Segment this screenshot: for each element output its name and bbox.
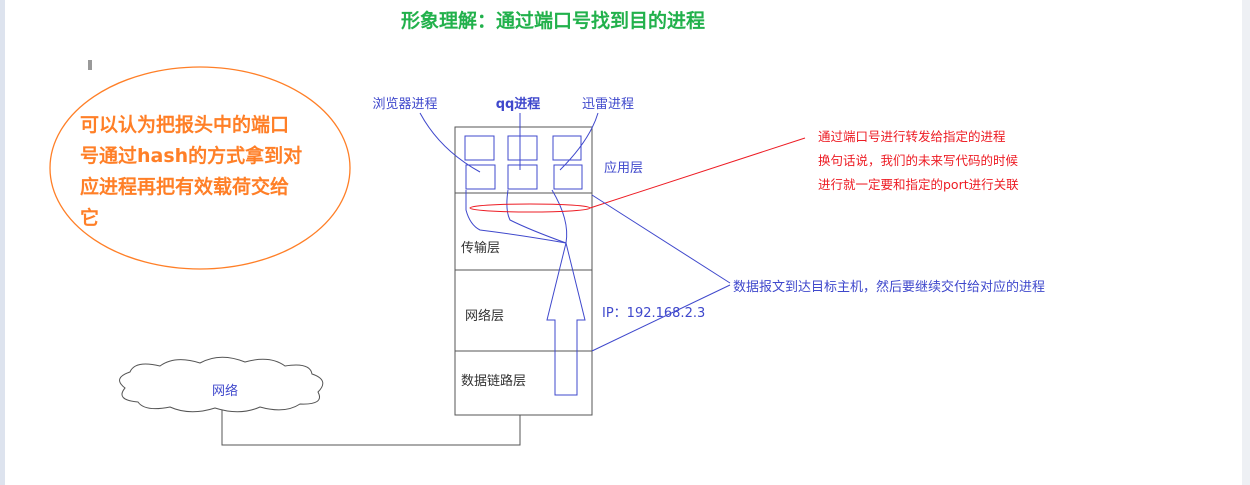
ip-label: IP：192.168.2.3 (602, 306, 705, 321)
right-scrollbar[interactable] (1242, 0, 1250, 485)
network-link-line (221, 410, 521, 446)
blue-pointer-line (591, 194, 731, 284)
network-cloud (119, 356, 324, 413)
app-process-boxes (464, 135, 583, 190)
red-pointer-line (589, 137, 806, 209)
bubble-line: 它 (80, 206, 99, 229)
process-label-browser: 浏览器进程 (372, 96, 437, 112)
layer-label-datalink: 数据链路层 (461, 373, 526, 389)
layer-label-application: 应用层 (604, 160, 643, 176)
blue-pointer-line (591, 284, 731, 352)
red-note-line: 通过端口号进行转发给指定的进程 (818, 129, 1006, 144)
bubble-line: 应进程再把有效载荷交给 (80, 175, 289, 198)
bubble-line: 可以认为把报头中的端口 (80, 113, 289, 136)
bubble-line: 号通过hash的方式拿到对 (80, 144, 302, 167)
cloud-label: 网络 (212, 383, 238, 399)
process-label-xunlei: 迅雷进程 (582, 97, 634, 112)
port-highlight-ellipse (469, 203, 591, 213)
layer-label-network: 网络层 (465, 308, 504, 324)
text-cursor (88, 60, 92, 70)
red-note-line: 进行就一定要和指定的port进行关联 (818, 177, 1019, 192)
layer-label-transport: 传输层 (461, 240, 500, 256)
dispatch-arrows (419, 112, 599, 244)
blue-note: 数据报文到达目标主机，然后要继续交付给对应的进程 (733, 279, 1045, 295)
process-label-qq: qq进程 (496, 97, 541, 112)
left-margin-bar (0, 0, 5, 485)
protocol-stack (454, 126, 593, 416)
diagram-title: 形象理解：通过端口号找到目的进程 (401, 9, 705, 32)
note-ellipse (49, 66, 351, 270)
upward-arrow (546, 242, 586, 396)
red-note-line: 换句话说，我们的未来写代码的时候 (818, 153, 1019, 168)
